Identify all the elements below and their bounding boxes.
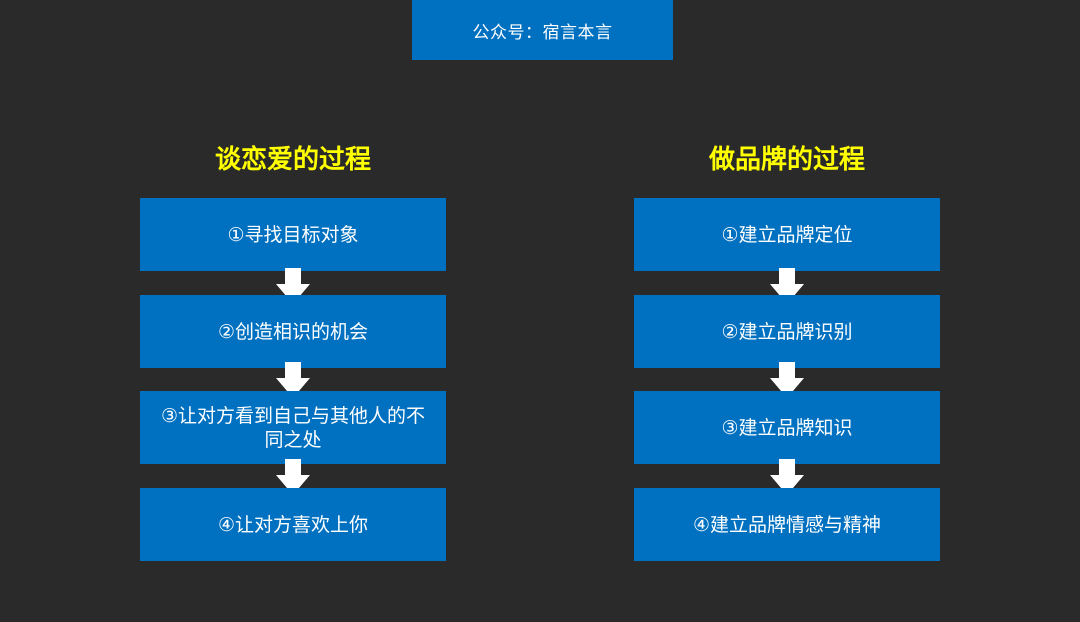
header-label: 公众号：宿言本言 xyxy=(472,22,613,43)
right-step-3: ③建立品牌知识 xyxy=(634,391,940,464)
right-step-1: ①建立品牌定位 xyxy=(634,198,940,271)
right-column-title: 做品牌的过程 xyxy=(708,145,865,175)
down-arrow-icon xyxy=(276,268,310,304)
down-arrow-icon xyxy=(276,459,310,495)
left-step-3: ③让对方看到自己与其他人的不同之处 xyxy=(140,391,446,464)
left-step-1: ①寻找目标对象 xyxy=(140,198,446,271)
left-step-4: ④让对方喜欢上你 xyxy=(140,488,446,561)
right-step-2: ②建立品牌识别 xyxy=(634,295,940,368)
right-step-3-label: ③建立品牌知识 xyxy=(721,416,853,439)
left-column-title: 谈恋爱的过程 xyxy=(214,145,371,175)
right-step-2-label: ②建立品牌识别 xyxy=(721,320,853,343)
left-step-1-label: ①寻找目标对象 xyxy=(227,223,359,246)
down-arrow-icon xyxy=(770,459,804,495)
down-arrow-icon xyxy=(276,362,310,398)
header-banner: 公众号：宿言本言 xyxy=(412,0,673,60)
left-step-4-label: ④让对方喜欢上你 xyxy=(217,513,369,536)
right-step-1-label: ①建立品牌定位 xyxy=(721,223,853,246)
down-arrow-icon xyxy=(770,268,804,304)
left-step-2: ②创造相识的机会 xyxy=(140,295,446,368)
down-arrow-icon xyxy=(770,362,804,398)
left-step-3-label: ③让对方看到自己与其他人的不同之处 xyxy=(160,404,426,451)
right-step-4-label: ④建立品牌情感与精神 xyxy=(692,513,882,536)
right-step-4: ④建立品牌情感与精神 xyxy=(634,488,940,561)
left-step-2-label: ②创造相识的机会 xyxy=(217,320,369,343)
